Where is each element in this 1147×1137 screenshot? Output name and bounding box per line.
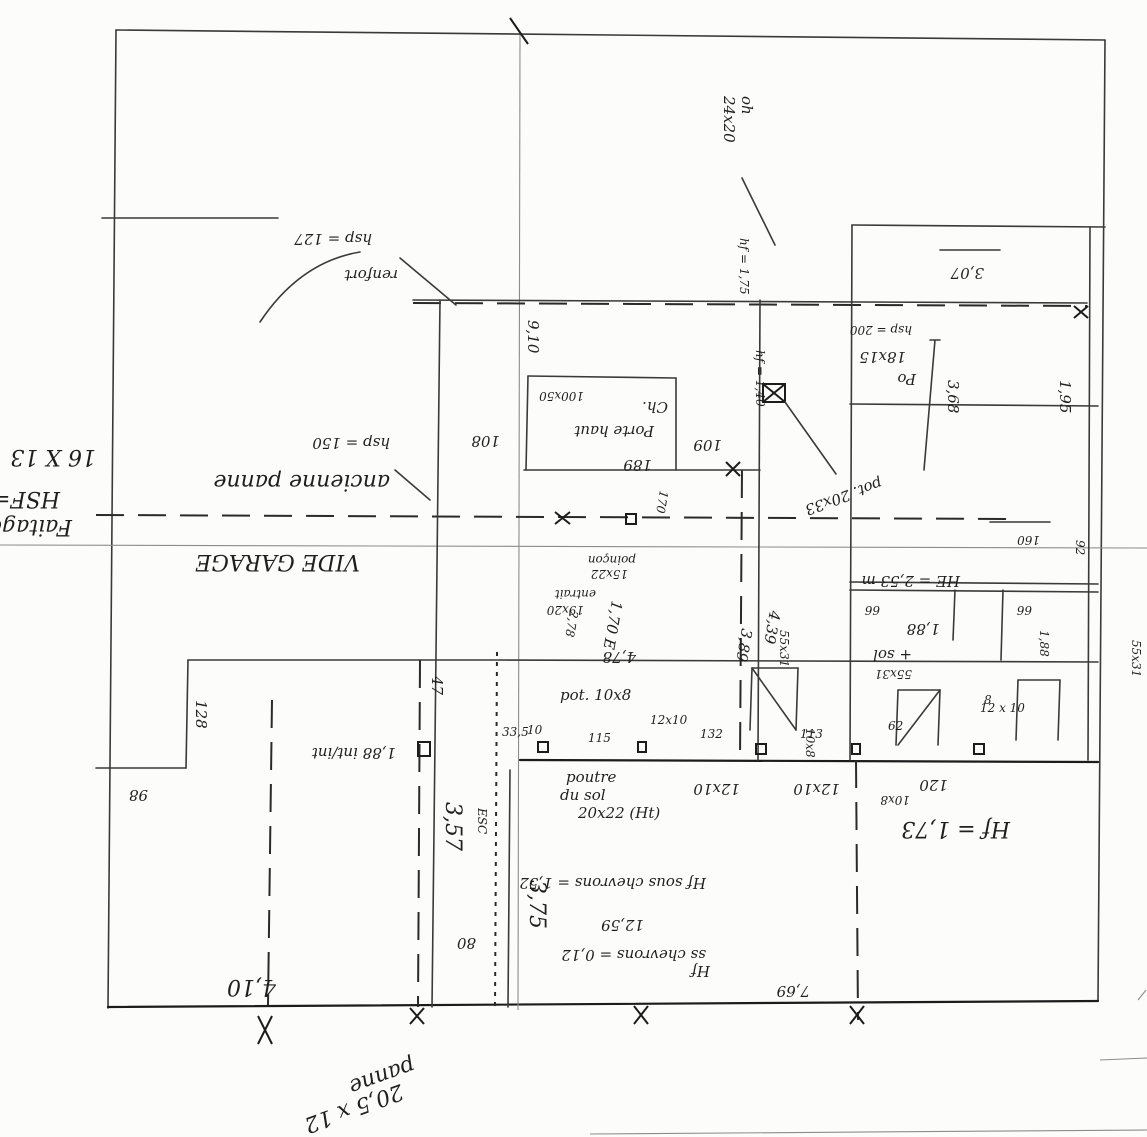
note-278: 2,78 xyxy=(562,608,581,638)
note-335: 33,5 xyxy=(502,725,529,739)
note-hsp-150: hsp = 150 xyxy=(312,434,390,452)
note-62: 62 xyxy=(888,719,903,733)
note-po: Po xyxy=(897,370,917,388)
post-marks xyxy=(257,17,1089,1045)
note-18x15: 18x15 xyxy=(859,348,906,366)
note-hsp-127: hsp = 127 xyxy=(294,230,372,248)
note-357: 3,57 xyxy=(440,802,465,851)
note-1259: 12,59 xyxy=(601,916,644,934)
note-esc: ESC xyxy=(475,807,489,834)
note-poincon: poinçon xyxy=(588,553,636,567)
note-du-sol: du sol xyxy=(560,786,606,804)
note-55x31-c: 55x31 xyxy=(1129,640,1143,677)
note-poutre: poutre xyxy=(566,768,616,786)
note-hf-173: Hf = 1,73 xyxy=(901,816,1011,841)
note-vide-garage: VIDE GARAGE xyxy=(195,549,360,574)
note-410: 4,10 xyxy=(227,974,277,999)
note-368: 3,68 xyxy=(944,380,962,413)
note-188-int: 1,88 int/int xyxy=(311,744,396,762)
note-12x10-c: 12x10 xyxy=(693,780,740,798)
note-55x31-b: 55x31 xyxy=(875,667,912,681)
note-20x22: 20x22 (Ht) xyxy=(577,804,660,822)
note-19x20: 19x20 xyxy=(546,603,584,617)
note-hf-sous: Hf sous chevrons = 1,52 xyxy=(519,874,707,892)
note-hf-175: hf = 1,75 xyxy=(737,238,751,295)
note-faitage: Faitage xyxy=(0,514,73,539)
note-80: 80 xyxy=(456,934,476,952)
note-oh: oh xyxy=(738,96,756,115)
note-12x10: 12x10 xyxy=(650,713,688,727)
interior-walls xyxy=(95,217,1106,1021)
note-hsf: HSF=2,68 xyxy=(0,486,61,511)
note-ch: Ch. xyxy=(642,398,668,416)
note-189: 189 xyxy=(623,456,652,474)
note-10x8-b: 10x8 xyxy=(880,793,910,807)
note-12x10-d: 12x10 xyxy=(793,780,840,798)
note-120: 120 xyxy=(919,776,948,794)
note-hf-b: Hf xyxy=(689,962,711,980)
note-entrait: entrait xyxy=(555,587,596,601)
note-92: 92 xyxy=(1073,540,1087,555)
note-195: 1,95 xyxy=(1056,380,1074,413)
note-sol: + sol xyxy=(873,646,912,664)
note-10: 10 xyxy=(527,723,543,737)
note-769: 7,69 xyxy=(776,982,810,1000)
note-375: 3,75 xyxy=(524,880,549,929)
note-98: 98 xyxy=(129,786,148,804)
note-108: 108 xyxy=(471,432,500,450)
paper-edge-marks xyxy=(589,989,1147,1135)
note-ancienne-panne: ancienne panne xyxy=(213,469,390,494)
note-109: 109 xyxy=(693,436,722,454)
note-24x20: 24x20 xyxy=(720,95,738,143)
note-8: 8 xyxy=(984,693,992,707)
note-439: 4,39 xyxy=(760,608,784,645)
note-170: 170 xyxy=(653,489,671,514)
note-128: 128 xyxy=(192,700,210,729)
note-12x10-b: 12 x 10 xyxy=(980,701,1025,715)
note-hsp-200: hsp = 200 xyxy=(849,323,912,337)
note-55x31-a: 55x31 xyxy=(777,630,791,667)
note-66b: 66 xyxy=(1016,603,1032,617)
note-ss-chevrons: ss chevrons = 0,12 xyxy=(561,946,706,964)
note-160: 160 xyxy=(1017,533,1040,547)
outer-walls xyxy=(0,29,1147,1011)
note-pot-10x8: pot. 10x8 xyxy=(560,686,631,704)
note-porte-haut: Porte haut xyxy=(573,422,655,440)
note-66: 66 xyxy=(864,603,880,617)
note-10x8-c: 10x8 xyxy=(803,728,817,758)
note-100x50: 100x50 xyxy=(539,389,584,403)
note-188: 1,88 xyxy=(907,620,940,638)
note-115: 115 xyxy=(588,731,611,745)
note-307: 3,07 xyxy=(950,264,984,282)
note-renfort: renfort xyxy=(344,266,398,284)
note-113: 113 xyxy=(800,727,823,741)
note-478: 4,78 xyxy=(603,648,637,666)
note-132: 132 xyxy=(700,727,723,741)
note-188b: 1,88 xyxy=(1037,630,1051,657)
note-910: 9,10 xyxy=(524,320,542,354)
note-15x22: 15x22 xyxy=(591,567,628,581)
note-he-253: HE = 2,53 m xyxy=(861,572,961,590)
note-47: 47 xyxy=(428,675,446,696)
note-16x13: 16 X 13 xyxy=(10,444,96,469)
note-389: 3,89 xyxy=(732,627,756,663)
note-hf-140: hf = 1,40 xyxy=(753,350,767,407)
